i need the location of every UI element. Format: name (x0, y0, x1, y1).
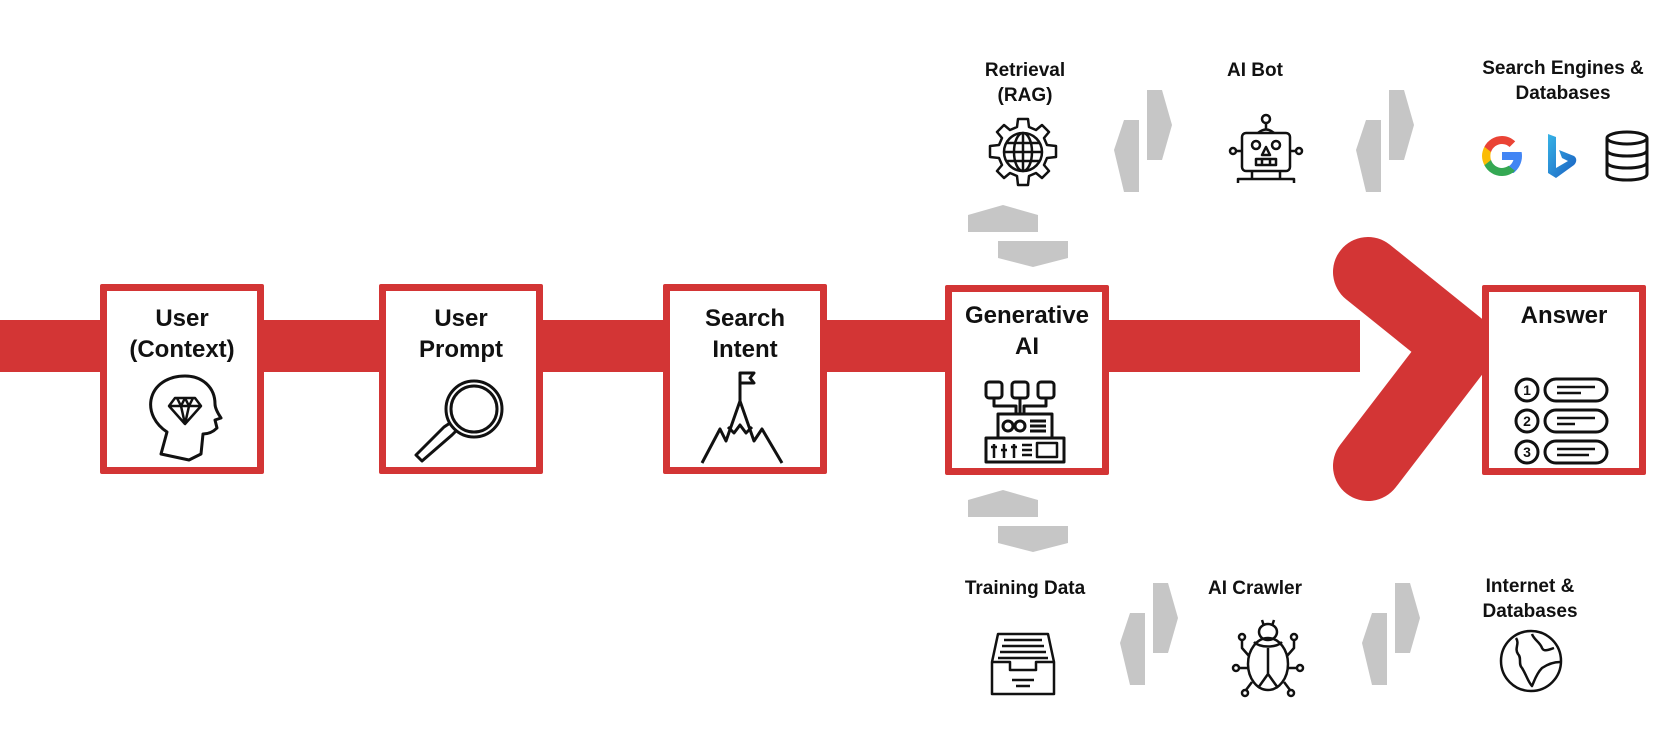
label-ai-bot: AI Bot (1180, 58, 1330, 83)
box-search-intent: Search Intent (663, 284, 827, 474)
connector-up-down-top (968, 205, 1068, 267)
label-line: Databases (1482, 601, 1578, 622)
list-row: 2 (1514, 408, 1609, 434)
label-line: AI Bot (1227, 60, 1283, 81)
connector-left-right-top-2 (1356, 90, 1414, 192)
connector-left-right-bottom-2 (1362, 583, 1420, 685)
connector-left-arrow (1120, 613, 1145, 685)
list-number: 1 (1523, 382, 1531, 398)
title-line: Answer (1520, 302, 1608, 329)
box-title: Generative AI (952, 300, 1102, 362)
label-training-data: Training Data (945, 576, 1105, 601)
connector-right-arrow (1389, 90, 1414, 160)
label-line: Retrieval (984, 60, 1066, 81)
box-title: Answer (1489, 300, 1639, 331)
label-search-engines: Search Engines & Databases (1458, 56, 1668, 106)
box-title: User Prompt (386, 303, 536, 365)
connector-up-arrow (968, 205, 1038, 232)
connector-right-arrow (1153, 583, 1178, 653)
gear-globe-icon (988, 117, 1058, 187)
connector-down-arrow (998, 241, 1068, 267)
google-icon (1482, 136, 1522, 176)
label-line: Training Data (964, 578, 1086, 599)
label-internet: Internet & Databases (1450, 574, 1610, 624)
connector-right-arrow (1147, 90, 1172, 160)
box-user-prompt: User Prompt (379, 284, 543, 474)
connector-left-arrow (1362, 613, 1387, 685)
box-title: User (Context) (107, 303, 257, 365)
label-line: (RAG) (997, 85, 1053, 106)
connector-up-down-bottom (968, 490, 1068, 552)
box-title: Search Intent (670, 303, 820, 365)
numbered-list-icon: 1 2 3 (1514, 377, 1609, 465)
label-line: AI Crawler (1208, 578, 1302, 599)
label-ai-crawler: AI Crawler (1180, 576, 1330, 601)
head-diamond-icon (149, 374, 223, 462)
ai-server-icon (984, 380, 1066, 464)
title-line: User (434, 305, 488, 332)
label-line: Internet & (1485, 576, 1575, 597)
label-line: Databases (1515, 83, 1611, 104)
title-line: User (155, 305, 209, 332)
connector-down-arrow (998, 526, 1068, 552)
connector-left-arrow (1356, 120, 1381, 192)
title-line: AI (1015, 333, 1039, 360)
robot-icon (1228, 113, 1304, 183)
list-row: 3 (1514, 439, 1609, 465)
bug-icon (1231, 619, 1305, 698)
connector-left-right-bottom-1 (1120, 583, 1178, 685)
connector-left-arrow (1114, 120, 1139, 192)
box-user-context: User (Context) (100, 284, 264, 474)
list-number: 3 (1523, 444, 1531, 460)
connector-left-right-top-1 (1114, 90, 1172, 192)
title-line: (Context) (129, 336, 235, 363)
title-line: Prompt (419, 336, 503, 363)
flow-arrow-head (1333, 237, 1495, 501)
title-line: Intent (712, 336, 778, 363)
title-line: Generative (964, 302, 1090, 329)
magnifier-icon (414, 379, 504, 463)
archive-tray-icon (990, 632, 1056, 696)
box-generative-ai: Generative AI (945, 285, 1109, 475)
title-line: Search (704, 305, 786, 332)
mountain-flag-icon (700, 371, 784, 464)
bing-icon (1548, 134, 1577, 178)
database-icon (1605, 130, 1649, 182)
box-answer: Answer 1 2 3 (1482, 285, 1646, 475)
label-retrieval: Retrieval (RAG) (950, 58, 1100, 108)
connector-right-arrow (1395, 583, 1420, 653)
list-row: 1 (1514, 377, 1609, 403)
list-number: 2 (1523, 413, 1531, 429)
label-line: Search Engines & (1482, 58, 1644, 79)
connector-up-arrow (968, 490, 1038, 517)
globe-icon (1499, 629, 1563, 693)
